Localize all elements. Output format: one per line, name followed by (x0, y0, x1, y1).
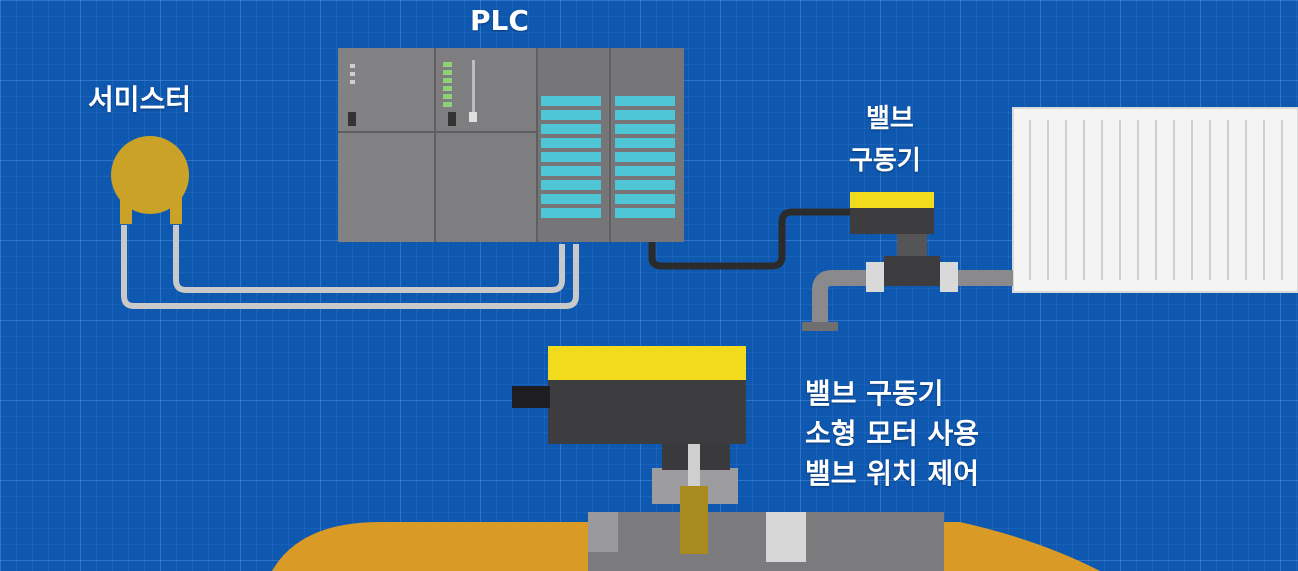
valve-stem-large (688, 436, 700, 496)
plc-cpu-slider-track (472, 60, 475, 118)
radiator (1012, 107, 1298, 293)
plc-rack (338, 48, 684, 242)
plc-power-led-3 (350, 80, 355, 84)
thermistor-disc (111, 136, 189, 214)
radiator-fins (1029, 120, 1283, 280)
radiator-pipe (812, 270, 1013, 325)
actuator-large-top (548, 346, 746, 380)
plc-cpu-led (443, 102, 452, 107)
large-flange-right (766, 512, 806, 562)
large-valve-assembly (272, 346, 1100, 571)
plc-power-switch (348, 112, 356, 126)
thermistor-wire-inner (173, 225, 565, 293)
actuator-small-body (850, 208, 934, 234)
plc-io-leds-2 (615, 96, 675, 218)
small-valve-assembly (802, 192, 1013, 331)
plc-cpu-led (443, 62, 452, 67)
thermistor-wire-outer (121, 225, 579, 309)
large-flange-left (588, 512, 618, 552)
valve-fitting-left (866, 262, 884, 292)
plc-cpu-led (443, 94, 452, 99)
thermistor-leg-left (120, 196, 132, 224)
plc-cpu-led (443, 78, 452, 83)
thermistor-leg-right (170, 196, 182, 224)
plc-label: PLC (470, 4, 529, 37)
plc-actuator-cable (648, 208, 850, 270)
info-line-2: 소형 모터 사용 (805, 417, 980, 450)
plc-cpu-module (436, 48, 536, 242)
info-line-1: 밸브 구동기 (805, 377, 944, 410)
actuator-large-body (548, 380, 746, 444)
plc-power-module (338, 48, 434, 242)
plc-cpu-led (443, 70, 452, 75)
info-line-3: 밸브 위치 제어 (805, 457, 980, 490)
valve-fitting-right (940, 262, 958, 292)
plc-io-leds-1 (541, 96, 601, 218)
valve-stem-small (897, 234, 927, 256)
actuator-large-connector (512, 386, 550, 408)
thermistor (111, 136, 579, 309)
plc-power-led-2 (350, 72, 355, 76)
valve-plug (680, 486, 708, 554)
plc-cpu-switch (448, 112, 456, 126)
plc-cpu-led (443, 86, 452, 91)
valve-actuator-label-line2: 구동기 (849, 146, 921, 176)
pipe-floor-flange (802, 322, 838, 331)
plc-power-led-1 (350, 64, 355, 68)
plc-cpu-slider-knob (469, 112, 477, 122)
thermistor-label: 서미스터 (88, 83, 192, 116)
actuator-small-top (850, 192, 934, 208)
valve-body-small (884, 256, 940, 286)
valve-actuator-label-line1: 밸브 (866, 104, 914, 134)
